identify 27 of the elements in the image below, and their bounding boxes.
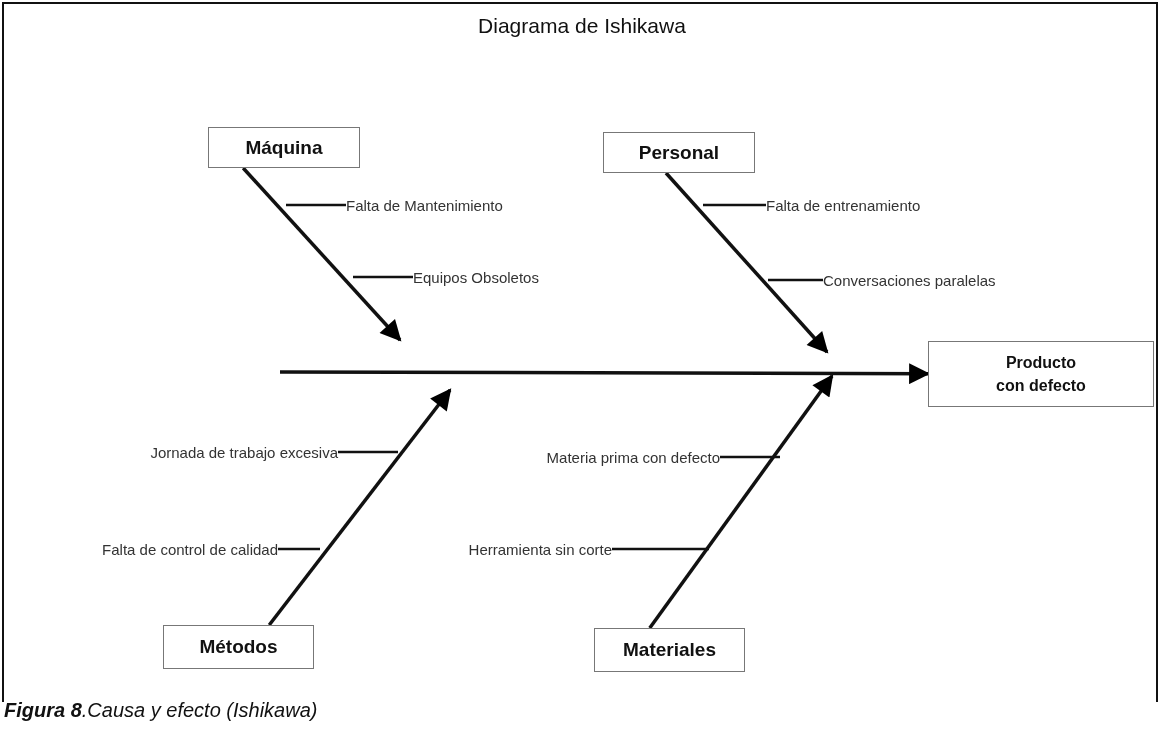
category-box: Métodos [163,625,314,669]
category-box: Personal [603,132,755,173]
category-box: Máquina [208,127,360,168]
leader-line [612,547,709,551]
leader-line [720,455,780,459]
cause-text: Equipos Obsoletos [413,268,539,286]
cause-text: Falta de control de calidad [102,540,278,558]
leader-line [703,203,766,207]
cause-text: Herramienta sin corte [468,540,612,558]
cause-arrow [648,374,834,630]
cause-text: Falta de entrenamiento [766,196,921,214]
cause-arrow [664,171,829,354]
leader-line [286,203,346,207]
diagram-title: Diagrama de Ishikawa [477,14,687,38]
cause-text: Conversaciones paralelas [823,271,996,289]
leader-line [338,450,398,454]
effect-box: Producto con defecto [928,341,1154,407]
cause-text: Materia prima con defecto [546,448,720,466]
leader-line [768,278,823,282]
category-box: Materiales [594,628,745,672]
cause-arrow [241,166,402,342]
figure-caption: Figura 8.Causa y efecto (Ishikawa) [4,699,318,722]
leader-line [353,275,413,279]
cause-text: Jornada de trabajo excesiva [150,443,338,461]
cause-arrow [267,388,452,627]
leader-line [278,547,320,551]
cause-text: Falta de Mantenimiento [346,196,503,214]
